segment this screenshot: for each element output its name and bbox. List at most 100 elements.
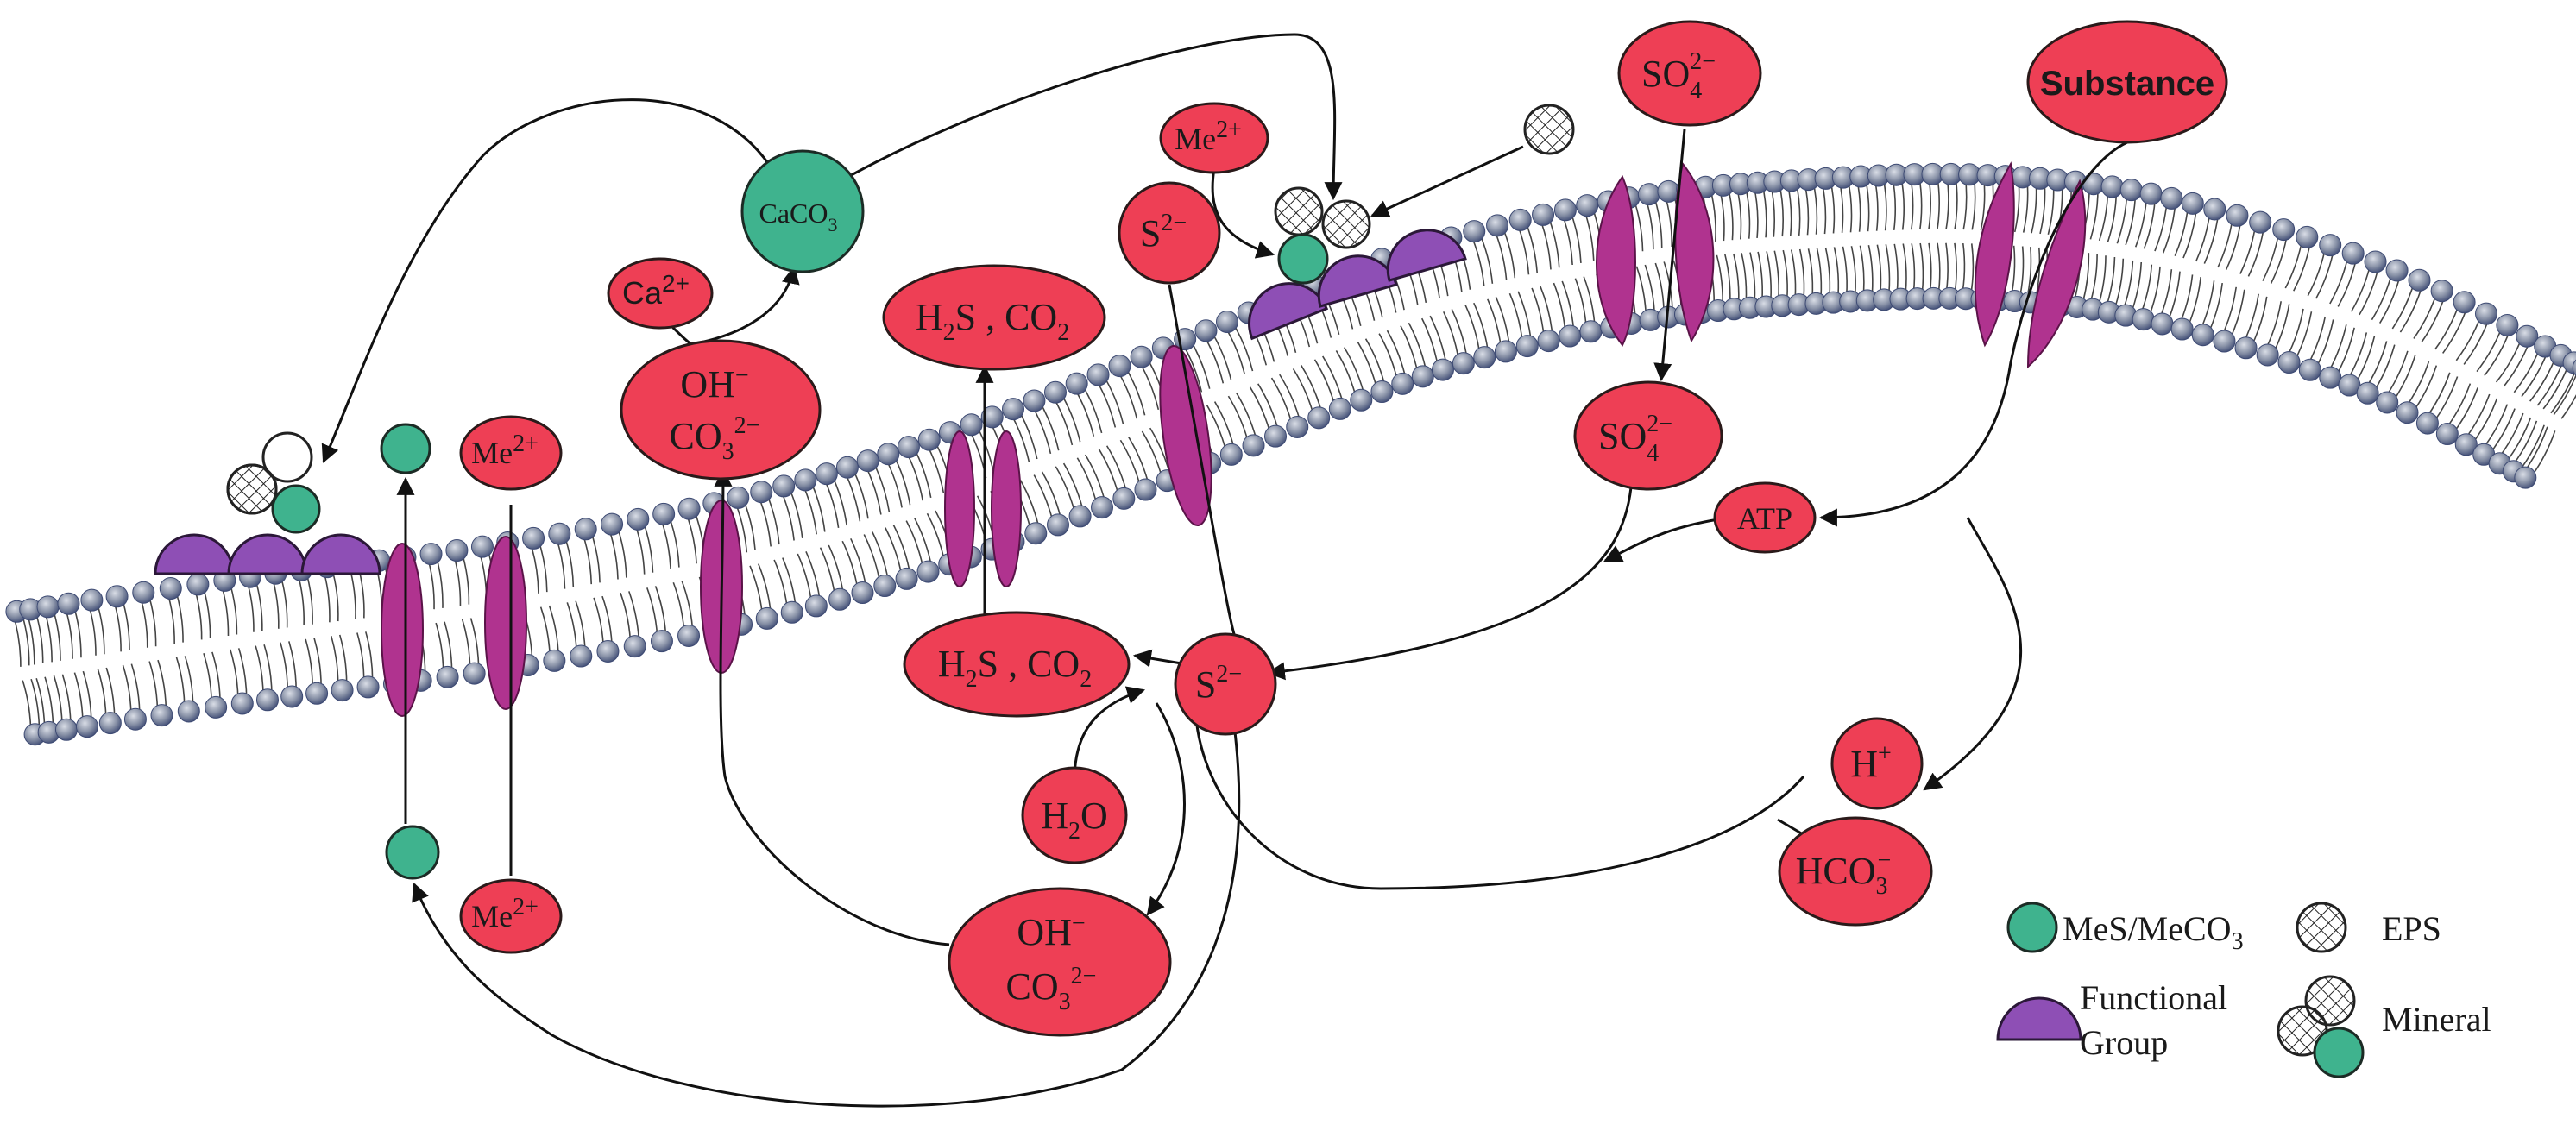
arrow-eps-to-top-cluster <box>1370 145 1524 217</box>
arrow-so4-reduction <box>1266 487 1633 681</box>
lipid-head <box>1134 478 1157 501</box>
arrow-atp-input <box>1603 516 1731 562</box>
arrow-caco3-to-left-cluster <box>321 98 778 463</box>
lipid-head <box>804 594 828 618</box>
lipid-head <box>772 474 796 498</box>
lipid-head <box>2341 242 2365 265</box>
legend-mineral-label: Mineral <box>2382 1000 2491 1039</box>
lipid-head <box>2454 433 2478 456</box>
svg-text:S2−: S2− <box>1195 661 1242 706</box>
lipid-head <box>2181 192 2204 215</box>
lipid-head <box>1411 365 1434 388</box>
legend-functional-group-icon <box>1996 996 2082 1041</box>
hydroxide-carbonate-left-bubble: OH− CO32− <box>620 339 822 481</box>
legend-mes-meco3-label: MeS/MeCO3 <box>2063 909 2244 955</box>
lipid-head <box>1328 397 1351 420</box>
lipid-head <box>2474 302 2497 325</box>
lipid-head <box>727 486 750 509</box>
lipid-head <box>2213 330 2236 353</box>
channel-protein-4b <box>991 430 1022 587</box>
lipid-head <box>1194 319 1218 342</box>
lipid-head <box>123 707 147 731</box>
lipid-head <box>356 675 380 699</box>
lipid-head <box>1286 415 1309 438</box>
lipid-head <box>305 682 329 705</box>
svg-text:Me2+: Me2+ <box>471 894 539 933</box>
h2s-co2-top-bubble: H2S , CO2 <box>882 264 1106 371</box>
legend-functional-group-label-1: Functional <box>2080 978 2227 1017</box>
lipid-head <box>470 535 494 558</box>
metal-ion-top-bubble: Me2+ <box>1159 102 1269 174</box>
pathway-arrows <box>321 33 2128 1108</box>
ions: SO42− Substance Me2+ S2− Ca2+ CaCO3 <box>385 20 2228 1037</box>
lipid-head <box>2298 358 2321 381</box>
lipid-head <box>815 462 838 486</box>
lipid-head <box>75 715 98 738</box>
calcium-ion-bubble: Ca2+ <box>607 257 714 330</box>
lipid-head <box>280 685 304 708</box>
arrow-h2s-to-oh-bottom <box>1146 702 1186 916</box>
arrow-me-to-top-cluster <box>1211 167 1275 259</box>
svg-text:Me2+: Me2+ <box>1175 116 1242 156</box>
lipid-head <box>650 630 673 653</box>
lipid-head <box>1553 198 1577 222</box>
lipid-head <box>1391 372 1414 395</box>
lipid-head <box>1091 496 1114 519</box>
sulfide-top-bubble: S2− <box>1118 181 1221 285</box>
lipid-head <box>1215 311 1238 334</box>
lipid-head <box>1452 352 1475 375</box>
lipid-head <box>436 665 459 688</box>
lipid-head <box>1463 220 1486 243</box>
lipid-head <box>1350 388 1373 412</box>
metal-ion-left-top-bubble: Me2+ <box>459 415 563 491</box>
svg-text:Me2+: Me2+ <box>471 430 539 470</box>
lipid-head <box>1515 335 1539 358</box>
lipid-head <box>851 581 874 605</box>
lipid-head <box>2234 336 2258 360</box>
water-bubble: H2O <box>1021 766 1128 864</box>
svg-text:CO32−: CO32− <box>670 412 760 465</box>
lipid-head <box>2496 313 2519 336</box>
lipid-head <box>2151 312 2174 336</box>
arrow-caco3-to-top-cluster <box>832 33 1343 201</box>
lipid-head <box>2139 182 2163 205</box>
legend-functional-group-label-2: Group <box>2080 1023 2168 1062</box>
lipid-head <box>105 585 129 608</box>
lipid-head <box>230 692 254 715</box>
svg-text:H+: H+ <box>1850 740 1892 785</box>
legend-mineral-icon <box>2277 975 2365 1078</box>
lipid-head <box>2296 225 2319 248</box>
hydroxide-carbonate-bottom-bubble: OH− CO32− <box>948 887 1172 1037</box>
lipid-head <box>916 560 940 583</box>
lipid-head <box>877 443 900 466</box>
lipid-tail <box>2560 394 2576 419</box>
lipid-head <box>2385 259 2409 282</box>
lipid-head <box>897 436 920 459</box>
svg-text:CO32−: CO32− <box>1006 963 1097 1015</box>
eps-icon <box>1321 199 1371 249</box>
lipid-head <box>1559 324 1582 348</box>
lipid-head <box>186 573 210 596</box>
sulfide-mid-bubble: S2− <box>1174 632 1277 736</box>
lipid-head <box>750 481 773 504</box>
arrow-so4-import <box>1653 129 1686 382</box>
arrow-substance-to-atp <box>1818 141 2128 527</box>
svg-text:Ca2+: Ca2+ <box>622 270 690 311</box>
lipid-head <box>1370 380 1394 404</box>
lipid-head <box>1532 203 1555 226</box>
lipid-head <box>36 595 60 619</box>
lipid-head <box>2277 351 2301 374</box>
lipid-head <box>543 649 566 672</box>
arrow-s-to-h2s <box>1132 649 1187 668</box>
lipid-head <box>2435 423 2459 446</box>
proton-bubble: H+ <box>1830 717 1924 810</box>
lipid-head <box>2319 234 2342 257</box>
lipid-head <box>2170 317 2194 341</box>
lipid-head <box>1576 194 1599 217</box>
eps-icon <box>226 463 278 515</box>
lipid-head <box>2256 343 2279 367</box>
lipid-head <box>80 588 104 612</box>
lipid-head <box>623 635 646 658</box>
lipid-head <box>1537 330 1560 353</box>
